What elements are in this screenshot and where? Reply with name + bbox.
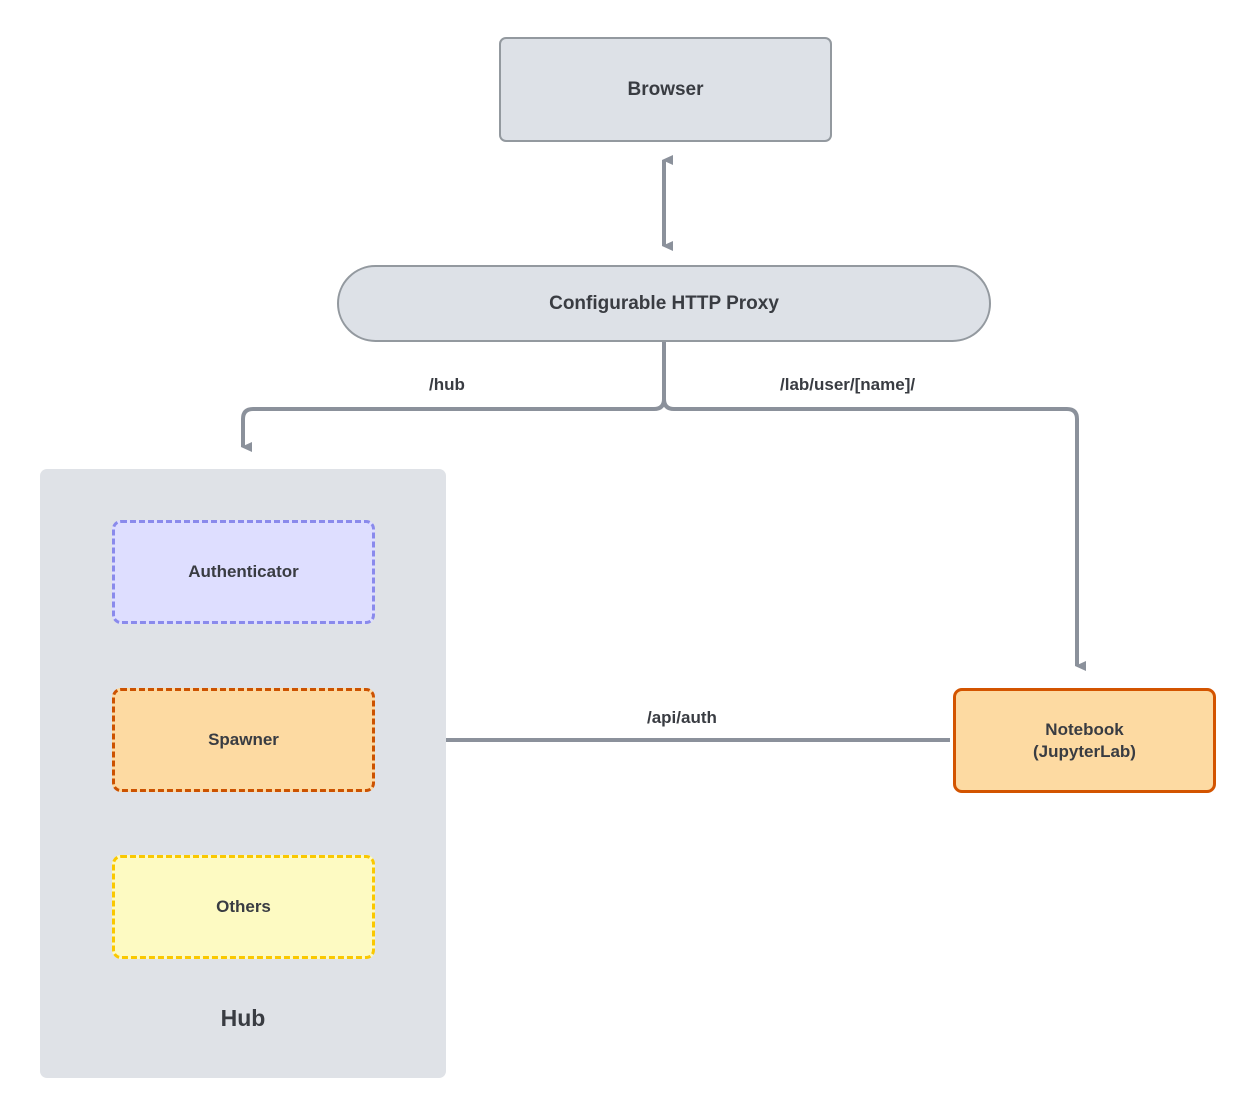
node-hub-container[interactable]: Authenticator Spawner Others Hub — [40, 469, 446, 1078]
node-notebook-label-line2: (JupyterLab) — [1033, 741, 1136, 761]
node-authenticator[interactable]: Authenticator — [112, 520, 375, 624]
edge-label-hub-path: /hub — [425, 375, 469, 395]
node-others-label: Others — [216, 897, 271, 917]
node-proxy-label: Configurable HTTP Proxy — [549, 292, 779, 314]
node-spawner-label: Spawner — [208, 730, 279, 750]
node-spawner[interactable]: Spawner — [112, 688, 375, 792]
node-authenticator-label: Authenticator — [188, 562, 299, 582]
node-others[interactable]: Others — [112, 855, 375, 959]
node-hub-label: Hub — [220, 1005, 266, 1031]
node-browser-label: Browser — [627, 78, 704, 100]
node-notebook-label-line1: Notebook — [1045, 720, 1124, 740]
edge-label-lab-path: /lab/user/[name]/ — [776, 375, 920, 395]
node-configurable-http-proxy[interactable]: Configurable HTTP Proxy — [337, 265, 991, 342]
edge-label-api-auth: /api/auth — [643, 708, 721, 728]
node-notebook-jupyterlab[interactable]: Notebook (JupyterLab) — [953, 688, 1216, 793]
node-browser[interactable]: Browser — [499, 37, 832, 142]
